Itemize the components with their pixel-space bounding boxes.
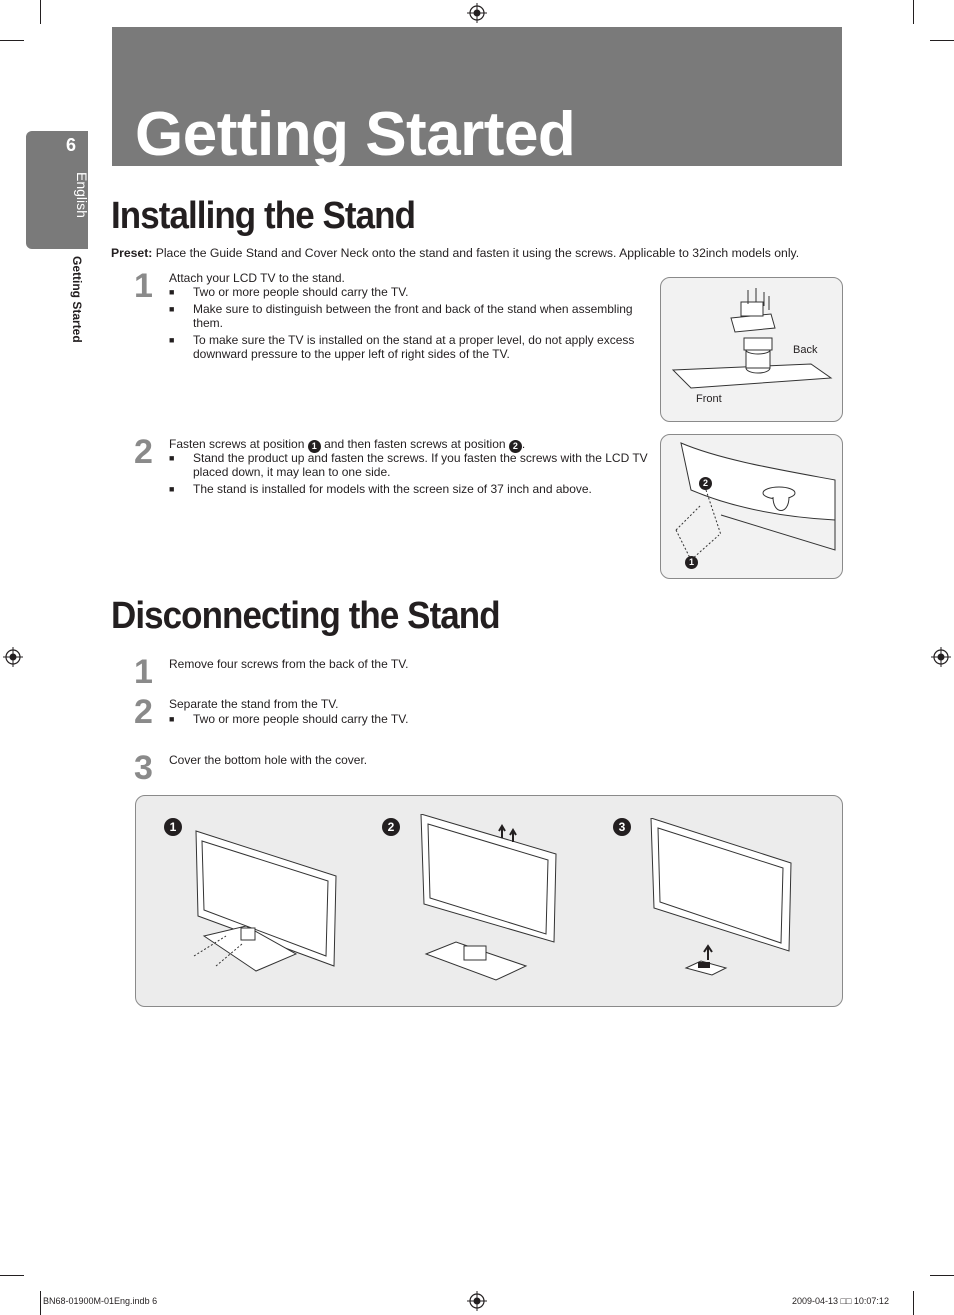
step-2-text-a: Fasten screws at position <box>169 437 305 451</box>
install-step-2-number: 2 <box>134 433 153 471</box>
install-step-1-number: 1 <box>134 267 153 305</box>
preset-text: Place the Guide Stand and Cover Neck ont… <box>155 246 800 260</box>
crop-mark <box>930 1275 954 1276</box>
registration-mark-icon <box>3 647 23 667</box>
page-number: 6 <box>66 135 77 155</box>
disconnect-step-3-number: 3 <box>134 749 153 787</box>
stand-assembly-illustration: Back Front <box>660 277 843 422</box>
crop-mark <box>0 40 24 41</box>
figure-marker-3: 3 <box>613 818 631 836</box>
footer-file: BN68-01900M-01Eng.indb 6 <box>43 1296 158 1306</box>
disconnect-step-2-number: 2 <box>134 693 153 731</box>
figure-marker-2: 2 <box>382 818 400 836</box>
list-item: Two or more people should carry the TV. <box>169 285 649 299</box>
crop-mark <box>0 1275 24 1276</box>
install-step-1-bullets: Two or more people should carry the TV. … <box>169 285 649 364</box>
step-2-text-b: and then fasten screws at position <box>324 437 506 451</box>
side-tab <box>26 131 88 249</box>
footer-timestamp: 2009-04-13 □□ 10:07:12 <box>792 1296 889 1306</box>
preset-note: Preset: Place the Guide Stand and Cover … <box>111 246 799 260</box>
list-item: Two or more people should carry the TV. <box>169 712 649 726</box>
disconnect-step-3-text: Cover the bottom hole with the cover. <box>169 753 368 767</box>
disconnect-illustration-panel: 1 2 3 <box>135 795 843 1007</box>
position-1-marker: 1 <box>685 556 698 569</box>
registration-mark-icon <box>467 3 487 23</box>
tv-cover-hole-icon <box>650 818 792 976</box>
install-step-2-text: Fasten screws at position 1 and then fas… <box>169 437 525 453</box>
tv-remove-screws-icon <box>193 830 337 972</box>
screw-positions-icon <box>675 442 836 561</box>
language-label: English <box>74 172 90 218</box>
registration-mark-icon <box>467 1291 487 1311</box>
install-step-1-text: Attach your LCD TV to the stand. <box>169 271 345 285</box>
position-2-marker: 2 <box>508 440 522 453</box>
list-item: Stand the product up and fasten the scre… <box>169 451 649 479</box>
section-side-label: Getting Started <box>70 256 84 343</box>
front-label: Front <box>696 393 722 405</box>
disconnect-step-1-text: Remove four screws from the back of the … <box>169 657 409 671</box>
chapter-title: Getting Started <box>135 100 576 169</box>
step-2-text-c: . <box>521 437 526 451</box>
install-step-2-bullets: Stand the product up and fasten the scre… <box>169 451 649 499</box>
back-label: Back <box>793 344 818 356</box>
disconnect-step-2-bullets: Two or more people should carry the TV. <box>169 712 649 729</box>
list-item: Make sure to distinguish between the fro… <box>169 302 649 330</box>
list-item: The stand is installed for models with t… <box>169 482 649 496</box>
list-item: To make sure the TV is installed on the … <box>169 333 649 361</box>
disconnect-step-2-text: Separate the stand from the TV. <box>169 697 339 711</box>
position-2-marker: 2 <box>699 477 712 490</box>
screw-position-illustration: 2 1 <box>660 434 843 579</box>
crop-mark <box>930 40 954 41</box>
stand-exploded-icon <box>671 288 833 389</box>
crop-mark <box>40 1291 41 1315</box>
crop-mark <box>40 0 41 24</box>
registration-mark-icon <box>931 647 951 667</box>
crop-mark <box>913 1291 914 1315</box>
installing-heading: Installing the Stand <box>111 195 416 237</box>
chapter-banner <box>112 27 842 166</box>
figure-marker-1: 1 <box>164 818 182 836</box>
disconnect-step-1-number: 1 <box>134 653 153 691</box>
crop-mark <box>913 0 914 24</box>
preset-label: Preset: <box>111 246 153 260</box>
tv-separate-stand-icon <box>420 814 557 981</box>
disconnecting-heading: Disconnecting the Stand <box>111 595 501 637</box>
position-1-marker: 1 <box>307 440 321 453</box>
